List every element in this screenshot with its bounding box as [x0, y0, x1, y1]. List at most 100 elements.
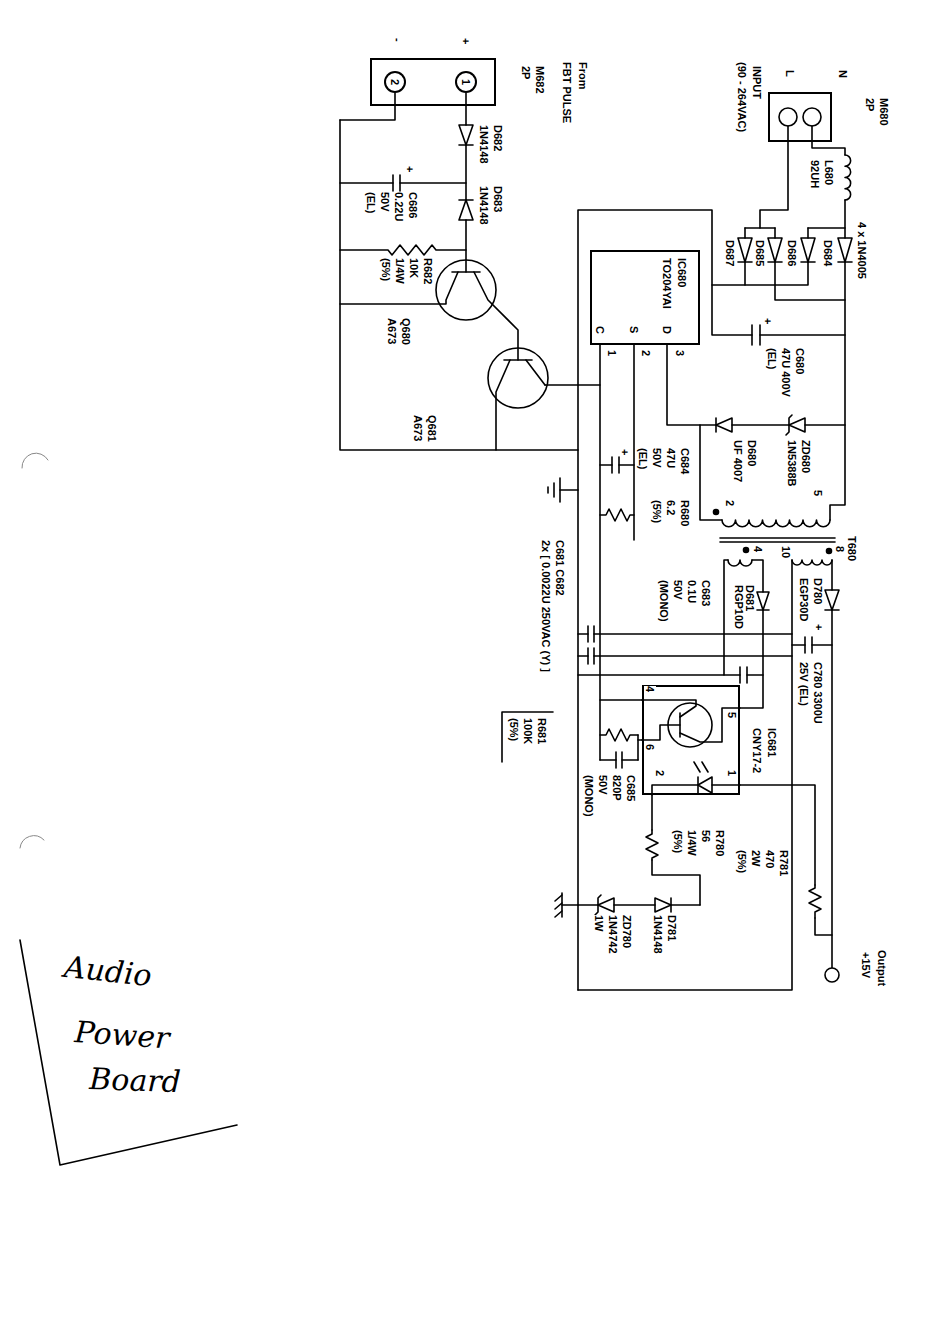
wire	[619, 464, 634, 466]
component-label: T680	[846, 536, 858, 561]
wire	[775, 262, 845, 300]
component-label: D686	[786, 240, 798, 266]
component-label: R780	[714, 830, 726, 856]
transistor-symbol	[504, 359, 532, 361]
pin-number: 1	[460, 79, 472, 85]
component-label: 1N5388B	[786, 440, 798, 486]
component-label: 100K	[522, 718, 534, 744]
wire	[637, 735, 639, 760]
wire	[400, 182, 466, 184]
wire	[747, 674, 763, 676]
diode-symbol	[838, 238, 852, 262]
component-label: C681 C682	[554, 540, 566, 596]
part-name: CNY17-2	[751, 728, 763, 773]
optocoupler-led	[694, 762, 700, 772]
diode-symbol	[598, 898, 614, 912]
diode-symbol	[786, 415, 792, 435]
component-label: R680	[679, 500, 691, 526]
component-label: C680	[794, 348, 806, 374]
component-label: L	[784, 70, 796, 77]
optocoupler-led	[652, 785, 698, 795]
component-label: 10K	[408, 258, 420, 278]
component-label: 1N4148	[652, 915, 664, 954]
wire	[745, 227, 775, 229]
transistor-symbol	[474, 272, 518, 360]
component-label: +	[762, 318, 774, 324]
component-label: +	[460, 38, 472, 44]
component-label: D680	[746, 440, 758, 466]
ground-symbol	[548, 478, 578, 917]
component-label: 5	[726, 712, 738, 718]
connector-pin	[779, 108, 821, 126]
capacitor-symbol	[587, 648, 589, 664]
component-label: 820P	[611, 775, 623, 801]
component-label: From	[577, 62, 589, 90]
component-label: D	[661, 326, 673, 334]
component-label: 2x [ 0.0022U 250VAC (Y) ]	[540, 540, 552, 672]
component-label: 1W	[593, 915, 605, 932]
ground-symbol	[555, 903, 562, 909]
part-name: IC681	[766, 728, 778, 757]
connector-box: M6822P12	[370, 58, 496, 106]
component-label: D781	[666, 915, 678, 941]
connector-pin	[779, 108, 797, 126]
component-label: A673	[412, 415, 424, 441]
wire	[622, 759, 638, 761]
optocoupler-led	[698, 777, 712, 793]
transformer-symbol	[714, 510, 836, 567]
connector-box: M6802P	[768, 92, 832, 142]
diode-symbol	[459, 199, 473, 201]
component-label: 2	[724, 500, 736, 506]
component-label: 50V	[651, 448, 663, 468]
wire	[700, 425, 722, 520]
component-label: ZD680	[800, 440, 812, 473]
component-label: (5%)	[736, 850, 748, 873]
component-label: (EL)	[637, 448, 649, 469]
handwritten-note: Board	[89, 1062, 182, 1099]
component-label: 50V	[379, 192, 391, 212]
component-label: 1N4148	[478, 186, 490, 225]
handwritten-note: Audio	[62, 950, 153, 993]
transistor-symbol	[642, 725, 680, 740]
component-label: 4 x 1N4005	[856, 222, 868, 279]
component-label: 1/4W	[394, 258, 406, 284]
component-label: A673	[386, 318, 398, 344]
component-label: Q681	[426, 415, 438, 442]
capacitor-symbol	[759, 325, 761, 345]
output-terminal	[825, 968, 839, 982]
component-label: 6	[644, 744, 656, 750]
diode-symbol	[768, 238, 782, 262]
diode-symbol	[757, 592, 769, 610]
part-name: 2P	[520, 66, 532, 79]
diode-symbol	[801, 238, 815, 262]
wire	[831, 560, 833, 590]
wire	[744, 262, 746, 285]
component-label: C684	[679, 448, 691, 474]
diode-symbol	[789, 418, 805, 432]
wire	[740, 785, 815, 885]
diode-symbol	[670, 898, 672, 912]
wire	[651, 795, 653, 830]
resistor-symbol	[646, 830, 658, 860]
wire	[600, 759, 616, 761]
transformer-symbol	[792, 560, 832, 565]
wire	[760, 334, 845, 336]
handwritten-note: Power	[74, 1015, 171, 1056]
capacitor-symbol	[611, 457, 613, 473]
capacitor-symbol	[621, 752, 623, 768]
transistor-symbol	[452, 271, 480, 273]
component-label: +15V	[860, 952, 872, 978]
diode-symbol	[768, 261, 782, 263]
diode-symbol	[801, 261, 815, 263]
transistor-symbol	[526, 360, 545, 385]
diode-symbol	[738, 261, 752, 263]
punch-hole-mark	[22, 453, 48, 468]
wire	[545, 384, 600, 386]
component-label: D687	[724, 240, 736, 266]
wire	[805, 424, 845, 426]
component-label: Output	[876, 950, 888, 986]
wire	[578, 904, 598, 906]
transistor-symbol	[340, 260, 740, 747]
component-label: N	[837, 70, 849, 78]
ic-box: IC681CNY17-2	[642, 685, 740, 795]
